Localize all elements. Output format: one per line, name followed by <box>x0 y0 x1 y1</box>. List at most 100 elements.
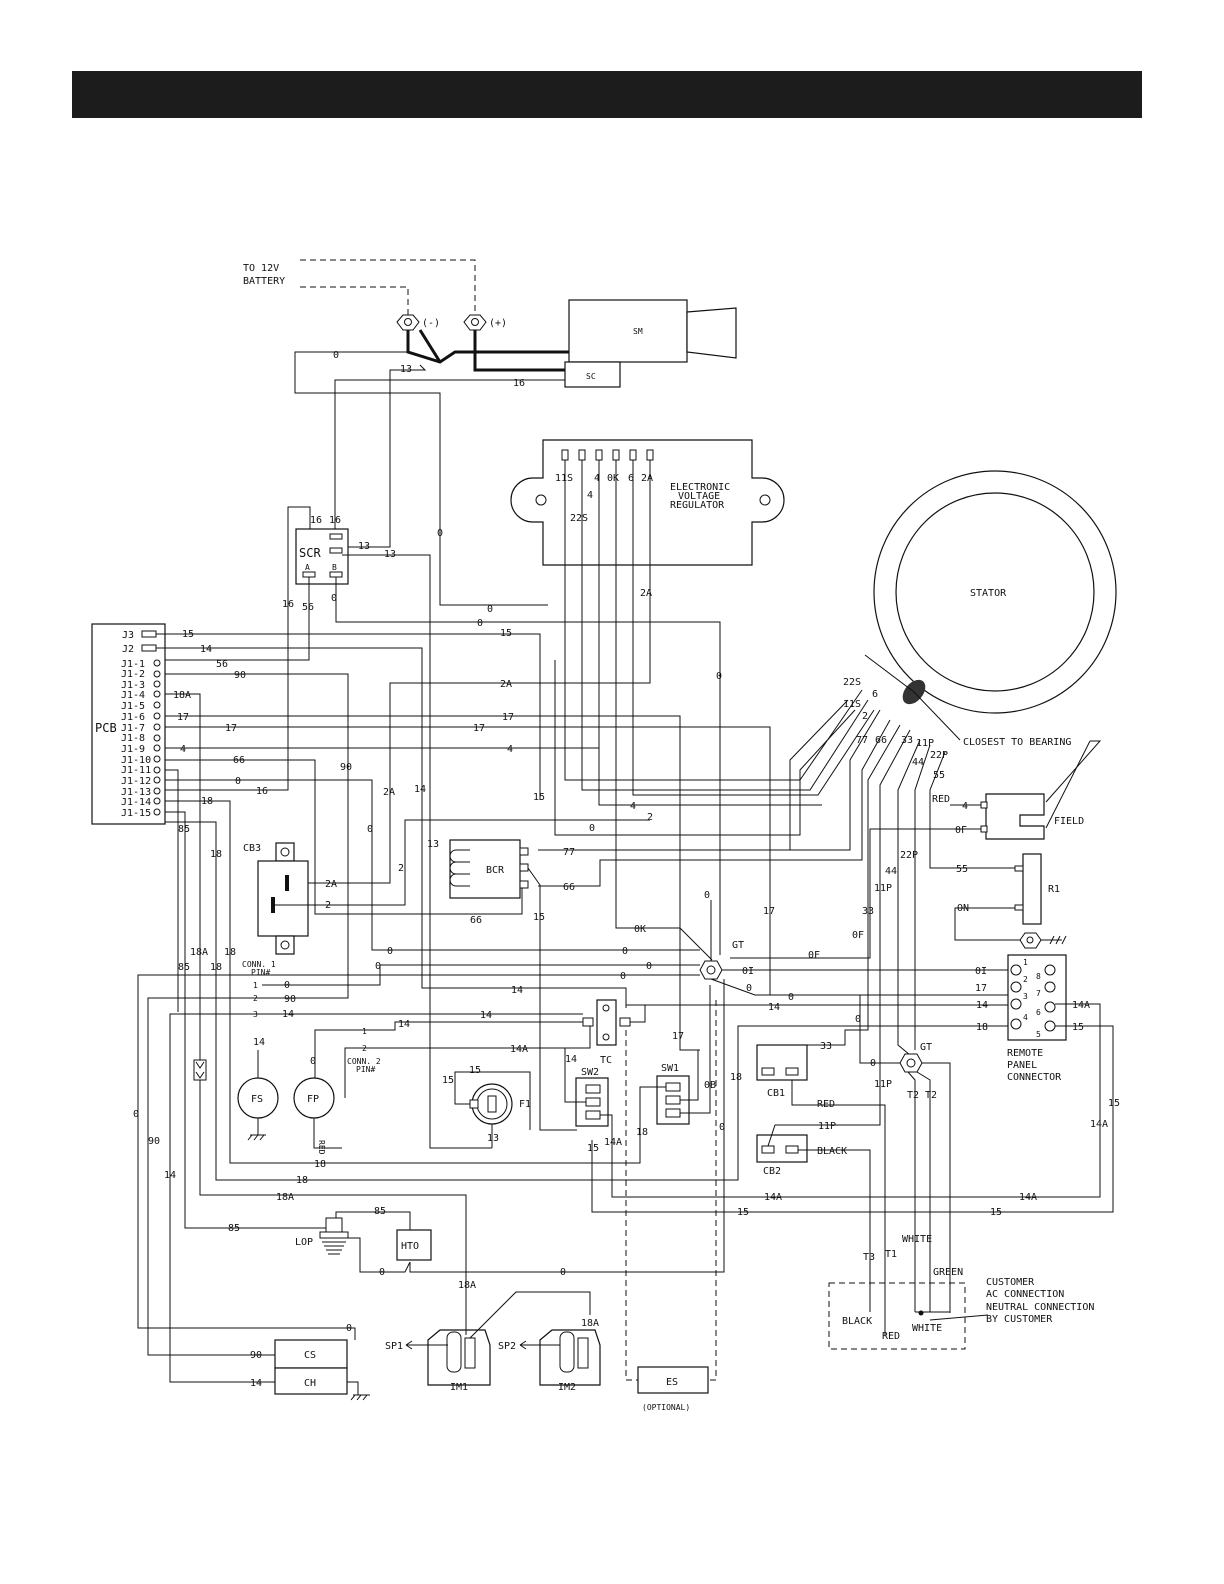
wire-0-vert: 0 <box>437 528 443 539</box>
r1-label: R1 <box>1048 884 1060 895</box>
stator-lead-44: 44 <box>912 757 924 768</box>
wire-18a: 18A <box>173 690 191 701</box>
control-switch-cs: CS <box>274 1339 348 1369</box>
wire-0f2: 0F <box>808 950 820 961</box>
pcb-pin-j1-6: J1-6 <box>121 712 145 723</box>
wire-66c: 66 <box>563 882 575 893</box>
wire-0-conn1: 0 <box>375 961 381 972</box>
wire-15-vert: 15 <box>533 792 545 803</box>
wire-11p2: 11P <box>874 1079 892 1090</box>
evr-label-22s: 22S <box>570 513 588 524</box>
starter-contactor: SC <box>564 361 621 388</box>
wire-33: 33 <box>820 1041 832 1052</box>
ignition-module-im2: IM2 SP2 <box>498 1329 601 1393</box>
battery-pos-terminal <box>463 314 487 331</box>
wire-90-left: 90 <box>148 1136 160 1147</box>
pcb-pin-j1-12: J1-12 <box>121 776 151 787</box>
wire-red-cb1: RED <box>817 1099 835 1110</box>
wire-14a-bottom2: 14A <box>1019 1192 1037 1203</box>
rp-pin-6: 6 <box>1036 1008 1041 1017</box>
wire-0-j12: 0 <box>235 776 241 787</box>
ground-terminal-gt: GT <box>699 940 744 980</box>
wire-85: 85 <box>178 824 190 835</box>
pcb-pin-j1-14: J1-14 <box>121 797 151 808</box>
wire-0f-field: 0F <box>955 825 967 836</box>
wire-0-cs: 0 <box>346 1323 352 1334</box>
stator-lead-2: 2 <box>862 711 868 722</box>
rp-pin-5: 5 <box>1036 1030 1041 1039</box>
wire-j2-14: 14 <box>200 644 212 655</box>
pcb-board: PCB J3 J2 <box>91 623 166 825</box>
wire-0-mid: 0 <box>477 618 483 629</box>
im2-label: IM2 <box>558 1382 576 1393</box>
rp-pin-4: 4 <box>1023 1013 1028 1022</box>
hto-label: HTO <box>401 1241 419 1252</box>
evr-terminal-11s <box>561 449 569 461</box>
evr-label-3: REGULATOR <box>670 500 725 511</box>
wire-18b: 18 <box>210 962 222 973</box>
gt2-t2-b: T2 <box>925 1090 937 1101</box>
controller-heater-ch: CH <box>274 1367 348 1395</box>
sp2-label: SP2 <box>498 1341 516 1352</box>
pcb-pin-j1-11: J1-11 <box>121 765 151 776</box>
wire-0-fp: 0 <box>310 1056 316 1067</box>
evr-label-0k: 0K <box>607 473 619 484</box>
voltage-regulator: ELECTRONIC VOLTAGE REGULATOR 11S 22S 4 0… <box>510 439 785 566</box>
conn1-pin-1: 1 <box>253 981 258 990</box>
battery-label-2: BATTERY <box>243 276 285 287</box>
battery-charge-rectifier: BCR <box>449 839 529 899</box>
wire-0-mid3: 0 <box>367 824 373 835</box>
customer-ac-connection: CUSTOMER AC CONNECTION NEUTRAL CONNECTIO… <box>828 1277 1094 1350</box>
im1-label: IM1 <box>450 1382 468 1393</box>
wire-0-mid2: 0 <box>487 604 493 615</box>
ignition-module-im1: IM1 SP1 <box>385 1329 491 1393</box>
customer-label-3: NEUTRAL CONNECTION <box>986 1302 1094 1313</box>
wire-4-field: 4 <box>630 801 636 812</box>
wire-17a: 17 <box>177 712 189 723</box>
wire-15-f1b: 15 <box>442 1075 454 1086</box>
wire-0-gt: 0 <box>387 946 393 957</box>
scr-a-label: A <box>305 563 310 572</box>
wire-56: 56 <box>302 602 314 613</box>
wire-14-tc2: 14 <box>511 985 523 996</box>
stator-lead-33: 33 <box>901 735 913 746</box>
evr-label-2: VOLTAGE <box>678 491 720 502</box>
scr-b-label: B <box>332 563 337 572</box>
wire-15-f1: 15 <box>469 1065 481 1076</box>
conn2-pin-1: 1 <box>362 1027 367 1036</box>
wire-13-scr2: 13 <box>384 549 396 560</box>
high-temp-switch-hto: HTO <box>396 1229 432 1261</box>
wire-15-mid: 15 <box>500 628 512 639</box>
wire-56b: 56 <box>216 659 228 670</box>
pcb-pin-j1-5: J1-5 <box>121 701 145 712</box>
wire-0-hto2: 0 <box>560 1267 566 1278</box>
wire-13-f1: 13 <box>487 1133 499 1144</box>
wire-85-lop2: 85 <box>374 1206 386 1217</box>
pcb-pin-j1-13: J1-13 <box>121 787 151 798</box>
customer-black: BLACK <box>842 1316 872 1327</box>
tc-label: TC <box>600 1055 612 1066</box>
stator: STATOR <box>873 470 1117 714</box>
wire-2-mid: 2 <box>647 812 653 823</box>
evr-label-1: ELECTRONIC <box>670 482 730 493</box>
wire-13-scr: 13 <box>358 541 370 552</box>
stator-lead-22s: 22S <box>843 677 861 688</box>
wire-17-top: 17 <box>502 712 514 723</box>
wire-66: 66 <box>233 755 245 766</box>
switch-sw2: SW2 <box>575 1067 609 1127</box>
wire-0-gt-left: 0 <box>620 971 626 982</box>
switch-sw1: SW1 <box>656 1063 690 1125</box>
rp-pin-7: 7 <box>1036 989 1041 998</box>
wire-0-hto: 0 <box>379 1267 385 1278</box>
wire-14-fs: 14 <box>253 1037 265 1048</box>
fuse-f1: F1 <box>469 1083 531 1125</box>
wire-44: 44 <box>885 866 897 877</box>
wire-18-rp: 18 <box>976 1022 988 1033</box>
rp-pin-8: 8 <box>1036 972 1041 981</box>
wire-2a-evr: 2A <box>640 588 652 599</box>
wire-15-rp: 15 <box>1072 1022 1084 1033</box>
wire-14a-bottom: 14A <box>764 1192 782 1203</box>
page-header-bar <box>72 71 1142 118</box>
wire-17-rp: 17 <box>975 983 987 994</box>
wire-2a-cb3b: 2A <box>383 787 395 798</box>
